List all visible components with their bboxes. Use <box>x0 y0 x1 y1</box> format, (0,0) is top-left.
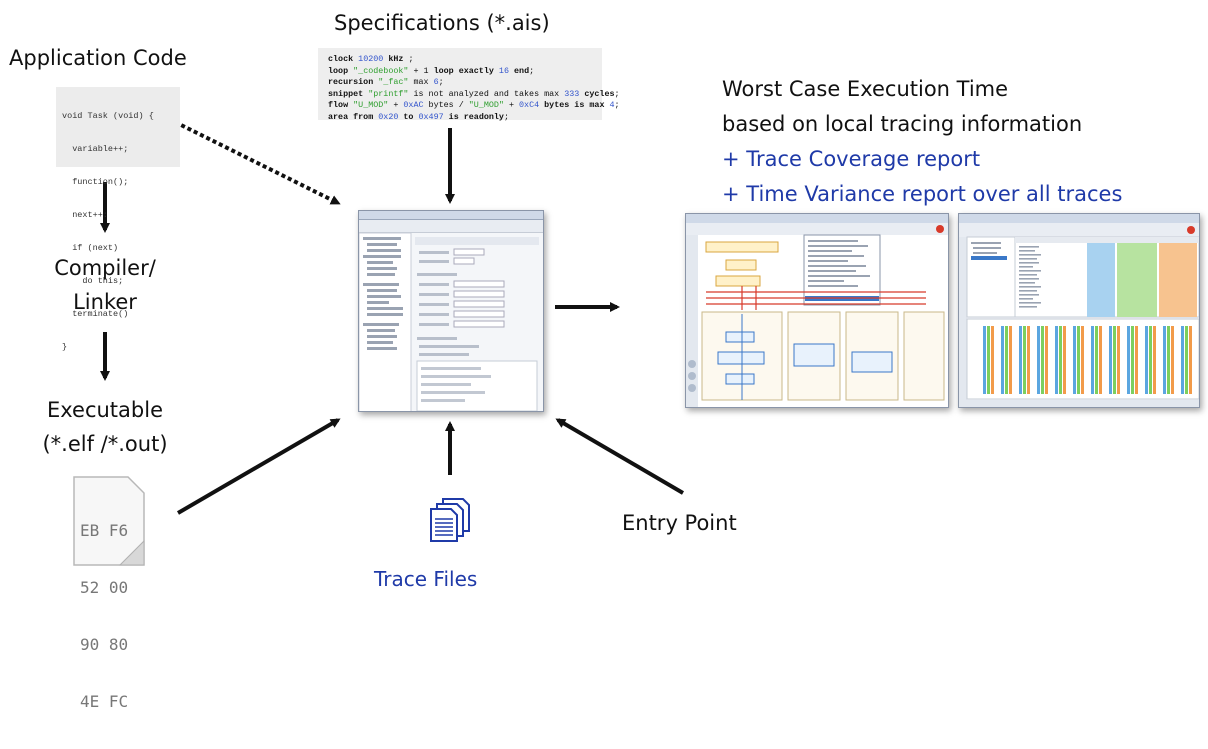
application-code-label: Application Code <box>9 46 187 70</box>
code-line: do this; <box>62 276 124 286</box>
graph-view-screenshot <box>685 213 949 408</box>
specifications-label: Specifications (*.ais) <box>334 11 550 35</box>
code-line: } <box>62 342 68 352</box>
hex-line: 52 00 <box>80 578 129 597</box>
compiler-label: Compiler/ Linker <box>20 251 190 319</box>
wcet-tracing-line: based on local tracing information <box>722 112 1083 136</box>
linker-line: Linker <box>73 290 137 314</box>
time-variance-line: + Time Variance report over all traces <box>722 182 1123 206</box>
trace-coverage-line: + Trace Coverage report <box>722 147 981 171</box>
compiler-line: Compiler/ <box>54 256 156 280</box>
wcet-text-block: Worst Case Execution Time based on local… <box>722 72 1122 212</box>
arrows-layer <box>100 120 685 515</box>
wcet-line: Worst Case Execution Time <box>722 77 1009 101</box>
executable-ext-line: (*.elf /*.out) <box>42 432 168 456</box>
analyzer-tool-window <box>358 210 544 412</box>
code-line: variable++; <box>62 144 129 154</box>
executable-line: Executable <box>46 398 163 422</box>
variance-report-screenshot <box>958 213 1200 408</box>
code-line: if (next) <box>62 243 119 253</box>
arrow-entry-to-tool <box>555 418 685 495</box>
specifications-snippet: clock 10200 kHz ; loop "_codebook" + 1 l… <box>318 48 620 122</box>
code-line: void Task (void) { <box>62 111 154 121</box>
executable-label: Executable (*.elf /*.out) <box>20 393 190 461</box>
code-line: terminate() <box>62 309 129 319</box>
trace-files-label: Trace Files <box>374 567 478 591</box>
code-line: function(); <box>62 177 129 187</box>
code-line: next++: <box>62 210 108 220</box>
trace-files-icon <box>429 497 471 543</box>
binary-file-icon: EB F6 52 00 90 80 4E FC <box>72 475 146 711</box>
hex-line: EB F6 <box>80 521 129 540</box>
entry-point-label: Entry Point <box>622 511 737 535</box>
hex-line: 90 80 <box>80 635 129 654</box>
arrow-executable-to-tool <box>176 418 341 515</box>
application-code-snippet: void Task (void) { variable++; function(… <box>56 87 180 352</box>
hex-line: 4E FC <box>80 692 129 711</box>
arrow-code-to-tool-dotted <box>174 120 341 205</box>
